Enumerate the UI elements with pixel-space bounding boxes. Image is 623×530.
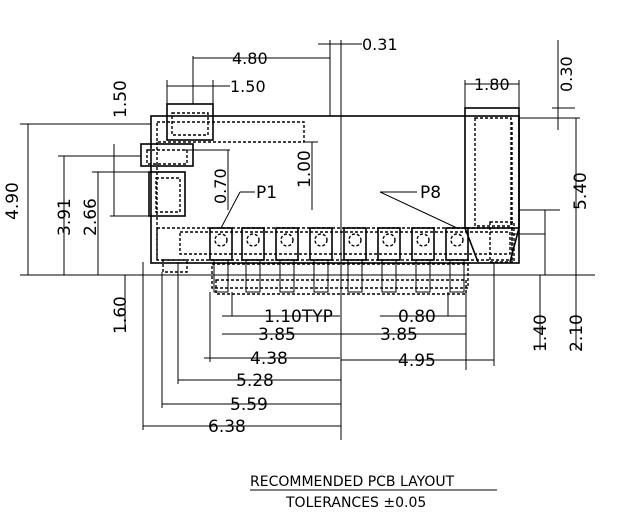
pin-label-p8: P8 <box>420 183 441 203</box>
right-dimensions <box>512 117 580 350</box>
right-mounting-tab <box>464 107 520 263</box>
dim-638: 6.38 <box>208 417 246 437</box>
dim-150-top: 1.50 <box>230 77 266 96</box>
dim-100: 1.00 <box>295 150 315 188</box>
dim-266: 2.66 <box>81 198 101 236</box>
caption-tolerance: TOLERANCES ±0.05 <box>285 495 426 511</box>
dim-540: 5.40 <box>571 172 591 210</box>
dim-080: 0.80 <box>398 307 436 327</box>
dim-391: 3.91 <box>55 198 75 236</box>
dim-180: 1.80 <box>474 75 510 94</box>
dim-110typ: 1.10TYP <box>264 307 333 327</box>
dim-210: 2.10 <box>567 314 587 352</box>
dim-070: 0.70 <box>211 168 230 204</box>
contact-pads <box>209 227 469 295</box>
dim-480: 4.80 <box>232 49 268 68</box>
dim-385-right: 3.85 <box>380 325 418 345</box>
dim-490: 4.90 <box>3 182 23 220</box>
pin-label-p1: P1 <box>256 183 277 203</box>
bottom-dimensions <box>142 262 495 430</box>
dim-150-left: 1.50 <box>111 80 131 118</box>
dim-559: 5.59 <box>230 395 268 415</box>
dim-030: 0.30 <box>557 56 576 92</box>
dim-160: 1.60 <box>111 296 131 334</box>
dim-528: 5.28 <box>236 371 274 391</box>
top-dimensions <box>166 40 575 130</box>
dim-031: 0.31 <box>362 35 398 54</box>
dim-385-left: 3.85 <box>258 325 296 345</box>
dim-495: 4.95 <box>398 351 436 371</box>
dim-438: 4.38 <box>250 349 288 369</box>
pin-leaders <box>220 191 458 229</box>
left-mounting-tabs <box>140 103 214 273</box>
caption-title: RECOMMENDED PCB LAYOUT <box>250 474 455 490</box>
left-dimensions <box>20 123 318 330</box>
connector-outline <box>150 115 520 264</box>
dim-140: 1.40 <box>531 314 551 352</box>
